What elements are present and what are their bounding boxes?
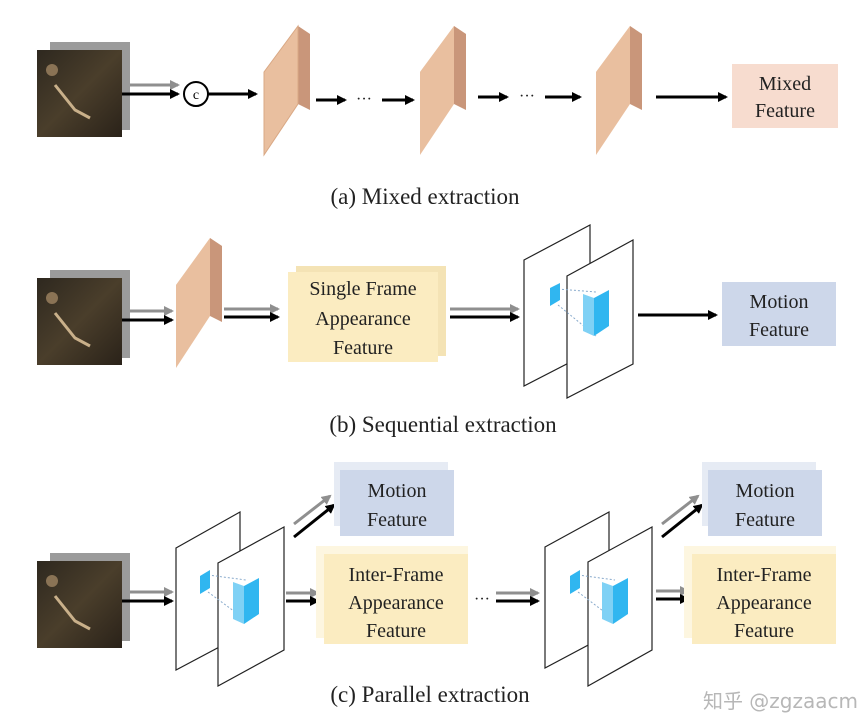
appearance-line-3: Feature: [366, 620, 426, 642]
ellipsis: ···: [356, 91, 372, 108]
motion-feature-box: Motion Feature: [334, 462, 454, 536]
ellipsis: ···: [519, 88, 535, 105]
caption-sequential-extraction: (b) Sequential extraction: [329, 412, 557, 437]
inter-frame-appearance-box: Inter-Frame Appearance Feature: [316, 546, 468, 644]
row-b-sequential-extraction: Single Frame Appearance Feature Motion F…: [37, 224, 836, 437]
cnn-block: [596, 26, 642, 155]
3d-convolution-planes: [175, 510, 285, 688]
cnn-block: [420, 26, 466, 155]
row-c-parallel-extraction: Motion Feature Inter-Frame Appearance Fe…: [37, 462, 836, 707]
input-video-frames: [37, 553, 130, 648]
kernel-cube-icon: [200, 570, 210, 594]
3d-convolution-planes: [523, 224, 634, 399]
appearance-line-3: Feature: [734, 620, 794, 642]
cnn-block: [176, 238, 222, 368]
appearance-line-2: Appearance: [315, 308, 411, 330]
appearance-line-2: Appearance: [348, 592, 444, 614]
arrow-gray: [293, 494, 332, 526]
concat-symbol: c: [193, 88, 199, 103]
appearance-line-1: Inter-Frame: [716, 564, 811, 586]
kernel-cube-icon: [570, 570, 580, 594]
appearance-line-1: Single Frame: [309, 278, 416, 300]
motion-line-2: Feature: [735, 509, 795, 531]
single-frame-appearance-box: Single Frame Appearance Feature: [288, 266, 446, 362]
appearance-line-3: Feature: [333, 337, 393, 359]
motion-feature-box: Motion Feature: [702, 462, 822, 536]
3d-convolution-planes: [544, 510, 653, 688]
motion-line-2: Feature: [749, 319, 809, 341]
appearance-line-2: Appearance: [716, 592, 812, 614]
mixed-feature-line-2: Feature: [755, 100, 815, 122]
input-video-frames: [37, 42, 130, 137]
mixed-feature-line-1: Mixed: [759, 73, 811, 95]
ellipsis: ···: [474, 591, 490, 608]
arrow-black: [661, 503, 704, 539]
kernel-cube-icon: [550, 283, 560, 306]
cnn-block: [263, 24, 310, 157]
appearance-line-1: Inter-Frame: [348, 564, 443, 586]
inter-frame-appearance-box: Inter-Frame Appearance Feature: [684, 546, 836, 644]
motion-line-1: Motion: [750, 291, 809, 313]
motion-feature-box: Motion Feature: [722, 282, 836, 346]
motion-line-2: Feature: [367, 509, 427, 531]
motion-line-1: Motion: [736, 480, 795, 502]
row-a-mixed-extraction: c ··· ··· Mixed Fe: [37, 24, 838, 209]
caption-mixed-extraction: (a) Mixed extraction: [330, 184, 520, 209]
arrow-gray: [661, 494, 700, 526]
motion-line-1: Motion: [368, 480, 427, 502]
caption-parallel-extraction: (c) Parallel extraction: [330, 682, 530, 707]
mixed-feature-box: Mixed Feature: [732, 64, 838, 128]
input-video-frames: [37, 270, 130, 365]
arrow-black: [293, 503, 336, 539]
watermark: 知乎 @zgzaacm: [702, 689, 858, 713]
